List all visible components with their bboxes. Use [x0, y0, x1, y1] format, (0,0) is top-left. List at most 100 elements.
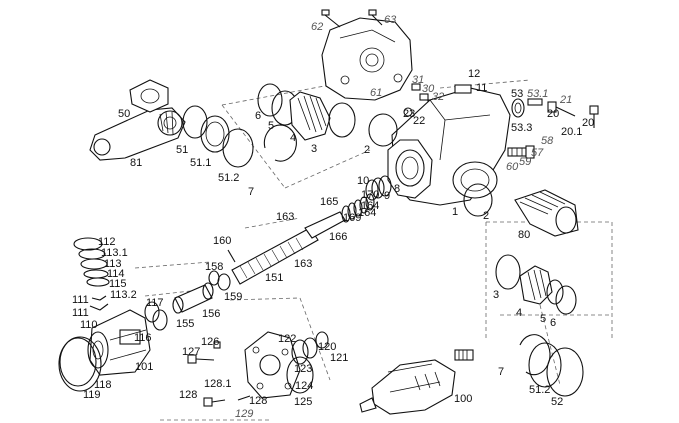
part-label: 129: [235, 408, 253, 420]
part-label: 4: [516, 307, 522, 319]
seal-53: [511, 98, 525, 118]
ring-117: [144, 301, 160, 323]
part-label: 114: [107, 268, 125, 280]
part-label: 31: [412, 74, 424, 86]
part-label: 124: [295, 380, 313, 392]
part-label: 170: [361, 189, 379, 201]
part-label: 120: [318, 341, 336, 353]
part-label: 5: [540, 313, 546, 325]
bolt-62: [321, 9, 341, 28]
part-label: 115: [109, 278, 127, 290]
part-label: 23: [403, 108, 415, 120]
part-label: 6: [550, 317, 556, 329]
valve-cap-stack: [73, 237, 110, 311]
rack-piston-100: [359, 349, 474, 415]
part-label: 51.1: [190, 157, 211, 169]
part-label: 12: [468, 68, 480, 80]
part-label: 125: [294, 396, 312, 408]
part-label: 122: [278, 333, 296, 345]
part-label: 20: [547, 108, 559, 120]
part-label: 113.2: [110, 289, 137, 301]
part-label: 123: [294, 363, 312, 375]
part-label: 80: [518, 229, 530, 241]
part-label: 158: [205, 261, 223, 273]
part-label: 21: [559, 94, 572, 106]
part-label: 58: [541, 135, 554, 147]
assembly-guide-lines: [134, 79, 613, 421]
part-label: 1: [452, 206, 458, 218]
nut-50: [129, 79, 169, 113]
part-label: 51.2: [218, 172, 239, 184]
part-label: 3: [493, 289, 499, 301]
part-label: 113.1: [101, 247, 128, 259]
ring-158: [208, 270, 220, 286]
screw-20: [547, 101, 576, 117]
part-label: 32: [432, 91, 444, 103]
part-label: 128.1: [204, 378, 232, 390]
part-label: 61: [370, 87, 382, 99]
pin-160: [227, 249, 236, 263]
rings-10-9-8: [365, 175, 392, 201]
part-label: 165: [320, 196, 338, 208]
part-label: 20: [582, 117, 594, 129]
rings-51-group: [182, 105, 297, 168]
screw-128: [203, 395, 251, 407]
ring-159: [217, 273, 231, 291]
part-label: 53: [511, 88, 523, 100]
screw-53-1: [527, 98, 543, 106]
part-label: 116: [134, 332, 152, 344]
steering-gear-housing: [387, 84, 511, 206]
part-label: 163: [294, 258, 312, 270]
o-ring-2-lower: [463, 183, 493, 217]
sleeve-156: [172, 282, 214, 314]
part-label: 5: [268, 120, 274, 132]
part-label: 100: [454, 393, 472, 405]
part-label: 11: [476, 82, 487, 94]
part-label: 9: [384, 190, 390, 202]
ring-116: [152, 309, 168, 331]
part-label: 7: [498, 366, 504, 378]
part-label: 81: [130, 157, 142, 169]
part-label: 30: [422, 83, 435, 95]
part-label: 119: [83, 389, 101, 401]
part-label: 126: [201, 336, 219, 348]
part-label: 156: [202, 308, 220, 320]
part-label: 62: [311, 21, 323, 33]
part-label: 2: [364, 144, 370, 156]
part-label: 155: [176, 318, 194, 330]
part-label: 7: [248, 186, 254, 198]
part-label: 4: [290, 132, 296, 144]
part-label: 151: [265, 272, 283, 284]
part-label: 160: [213, 235, 231, 247]
part-label: 117: [146, 297, 164, 309]
mounting-bracket: [321, 17, 413, 101]
worm-shaft-151: [231, 211, 346, 285]
part-label: 118: [94, 379, 112, 391]
part-label: 8: [394, 183, 400, 195]
part-label: 52: [551, 396, 563, 408]
part-label: 3: [311, 143, 317, 155]
part-label: 111: [72, 294, 89, 306]
part-label: 127: [182, 346, 200, 358]
part-label: 128: [249, 395, 267, 407]
valve-57: [507, 145, 535, 159]
rings-118-119: [58, 336, 102, 392]
screw-127: [187, 354, 215, 364]
nut-126: [213, 341, 221, 349]
o-ring-2-upper: [368, 113, 398, 147]
part-label: 2: [483, 210, 489, 222]
part-label: 57: [531, 147, 544, 159]
bearing-lower: [495, 254, 584, 397]
part-label: 101: [135, 361, 153, 373]
part-label: 63: [384, 14, 397, 26]
part-label: 121: [330, 352, 348, 364]
part-label: 53.1: [527, 88, 548, 100]
bearing-upper: [257, 83, 356, 141]
part-label: 159: [224, 291, 242, 303]
pitman-arm-81: [89, 107, 186, 161]
bolt-63: [368, 9, 383, 26]
part-label: 6: [255, 110, 261, 122]
part-label: 128: [179, 389, 197, 401]
